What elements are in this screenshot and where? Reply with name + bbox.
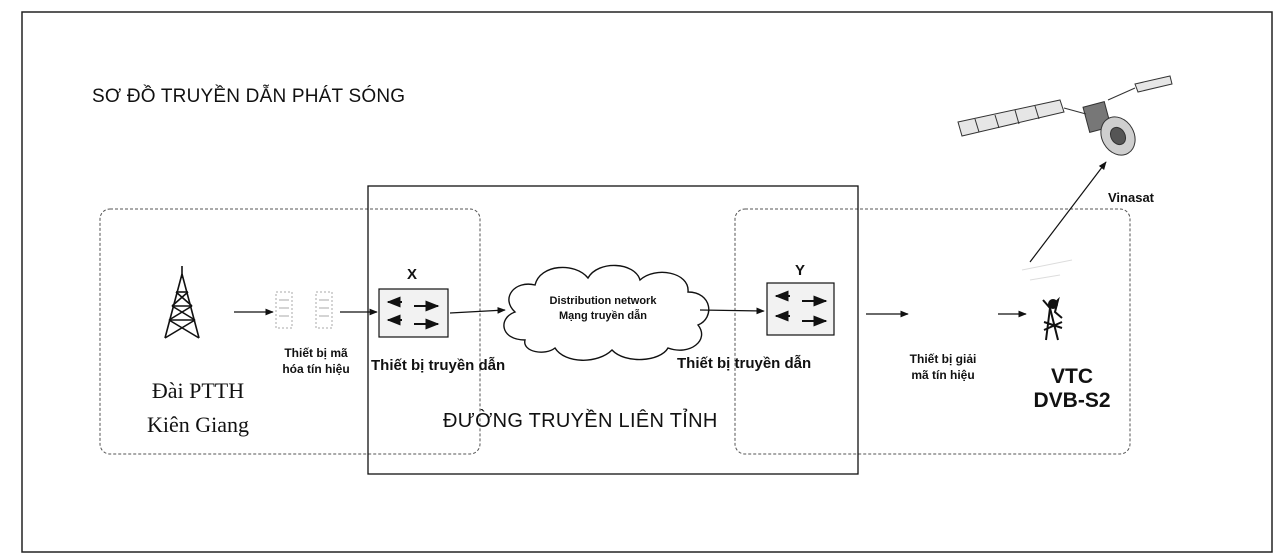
arrow <box>449 307 506 314</box>
cloud-label-line1: Distribution network <box>549 295 657 307</box>
uplink-arrow <box>1029 161 1107 263</box>
uplink-label-line1: VTC <box>1051 365 1093 388</box>
station-name-line1: Đài PTTH <box>151 378 245 403</box>
uplink-label-line2: DVB-S2 <box>1033 389 1111 412</box>
satellite-dish-icon <box>1042 296 1063 341</box>
source-group-box <box>99 208 481 455</box>
node-x-label: Thiết bị truyền dẫn <box>371 357 506 374</box>
page-frame <box>21 11 1273 553</box>
encoder-label-line2: hóa tín hiệu <box>282 362 350 376</box>
switch-icon <box>378 288 449 338</box>
node-y-label: Thiết bị truyền dẫn <box>677 355 812 372</box>
decoder-label-line2: mã tín hiệu <box>911 368 975 382</box>
satellite-label: Vinasat <box>1108 190 1155 205</box>
decoder-label-line1: Thiết bị giải <box>909 352 977 366</box>
tower-icon <box>164 266 200 339</box>
encoder-label-line1: Thiết bị mã <box>284 346 348 360</box>
node-x-letter: X <box>407 266 418 283</box>
cloud-label-line2: Mạng truyền dẫn <box>558 310 647 322</box>
switch-icon <box>766 282 835 336</box>
encoder-icon <box>275 291 333 329</box>
satellite-icon <box>957 75 1173 156</box>
interprovince-box <box>367 185 859 475</box>
node-y-letter: Y <box>795 262 806 279</box>
uplink-group-box <box>734 208 1131 455</box>
page-title: SƠ ĐỒ TRUYỀN DẪN PHÁT SÓNG <box>92 86 406 107</box>
arrow <box>699 307 765 315</box>
route-label: ĐƯỜNG TRUYỀN LIÊN TỈNH <box>443 410 718 432</box>
decoder-icon <box>1021 259 1073 281</box>
station-name-line2: Kiên Giang <box>146 412 250 437</box>
cloud-icon <box>503 264 710 361</box>
